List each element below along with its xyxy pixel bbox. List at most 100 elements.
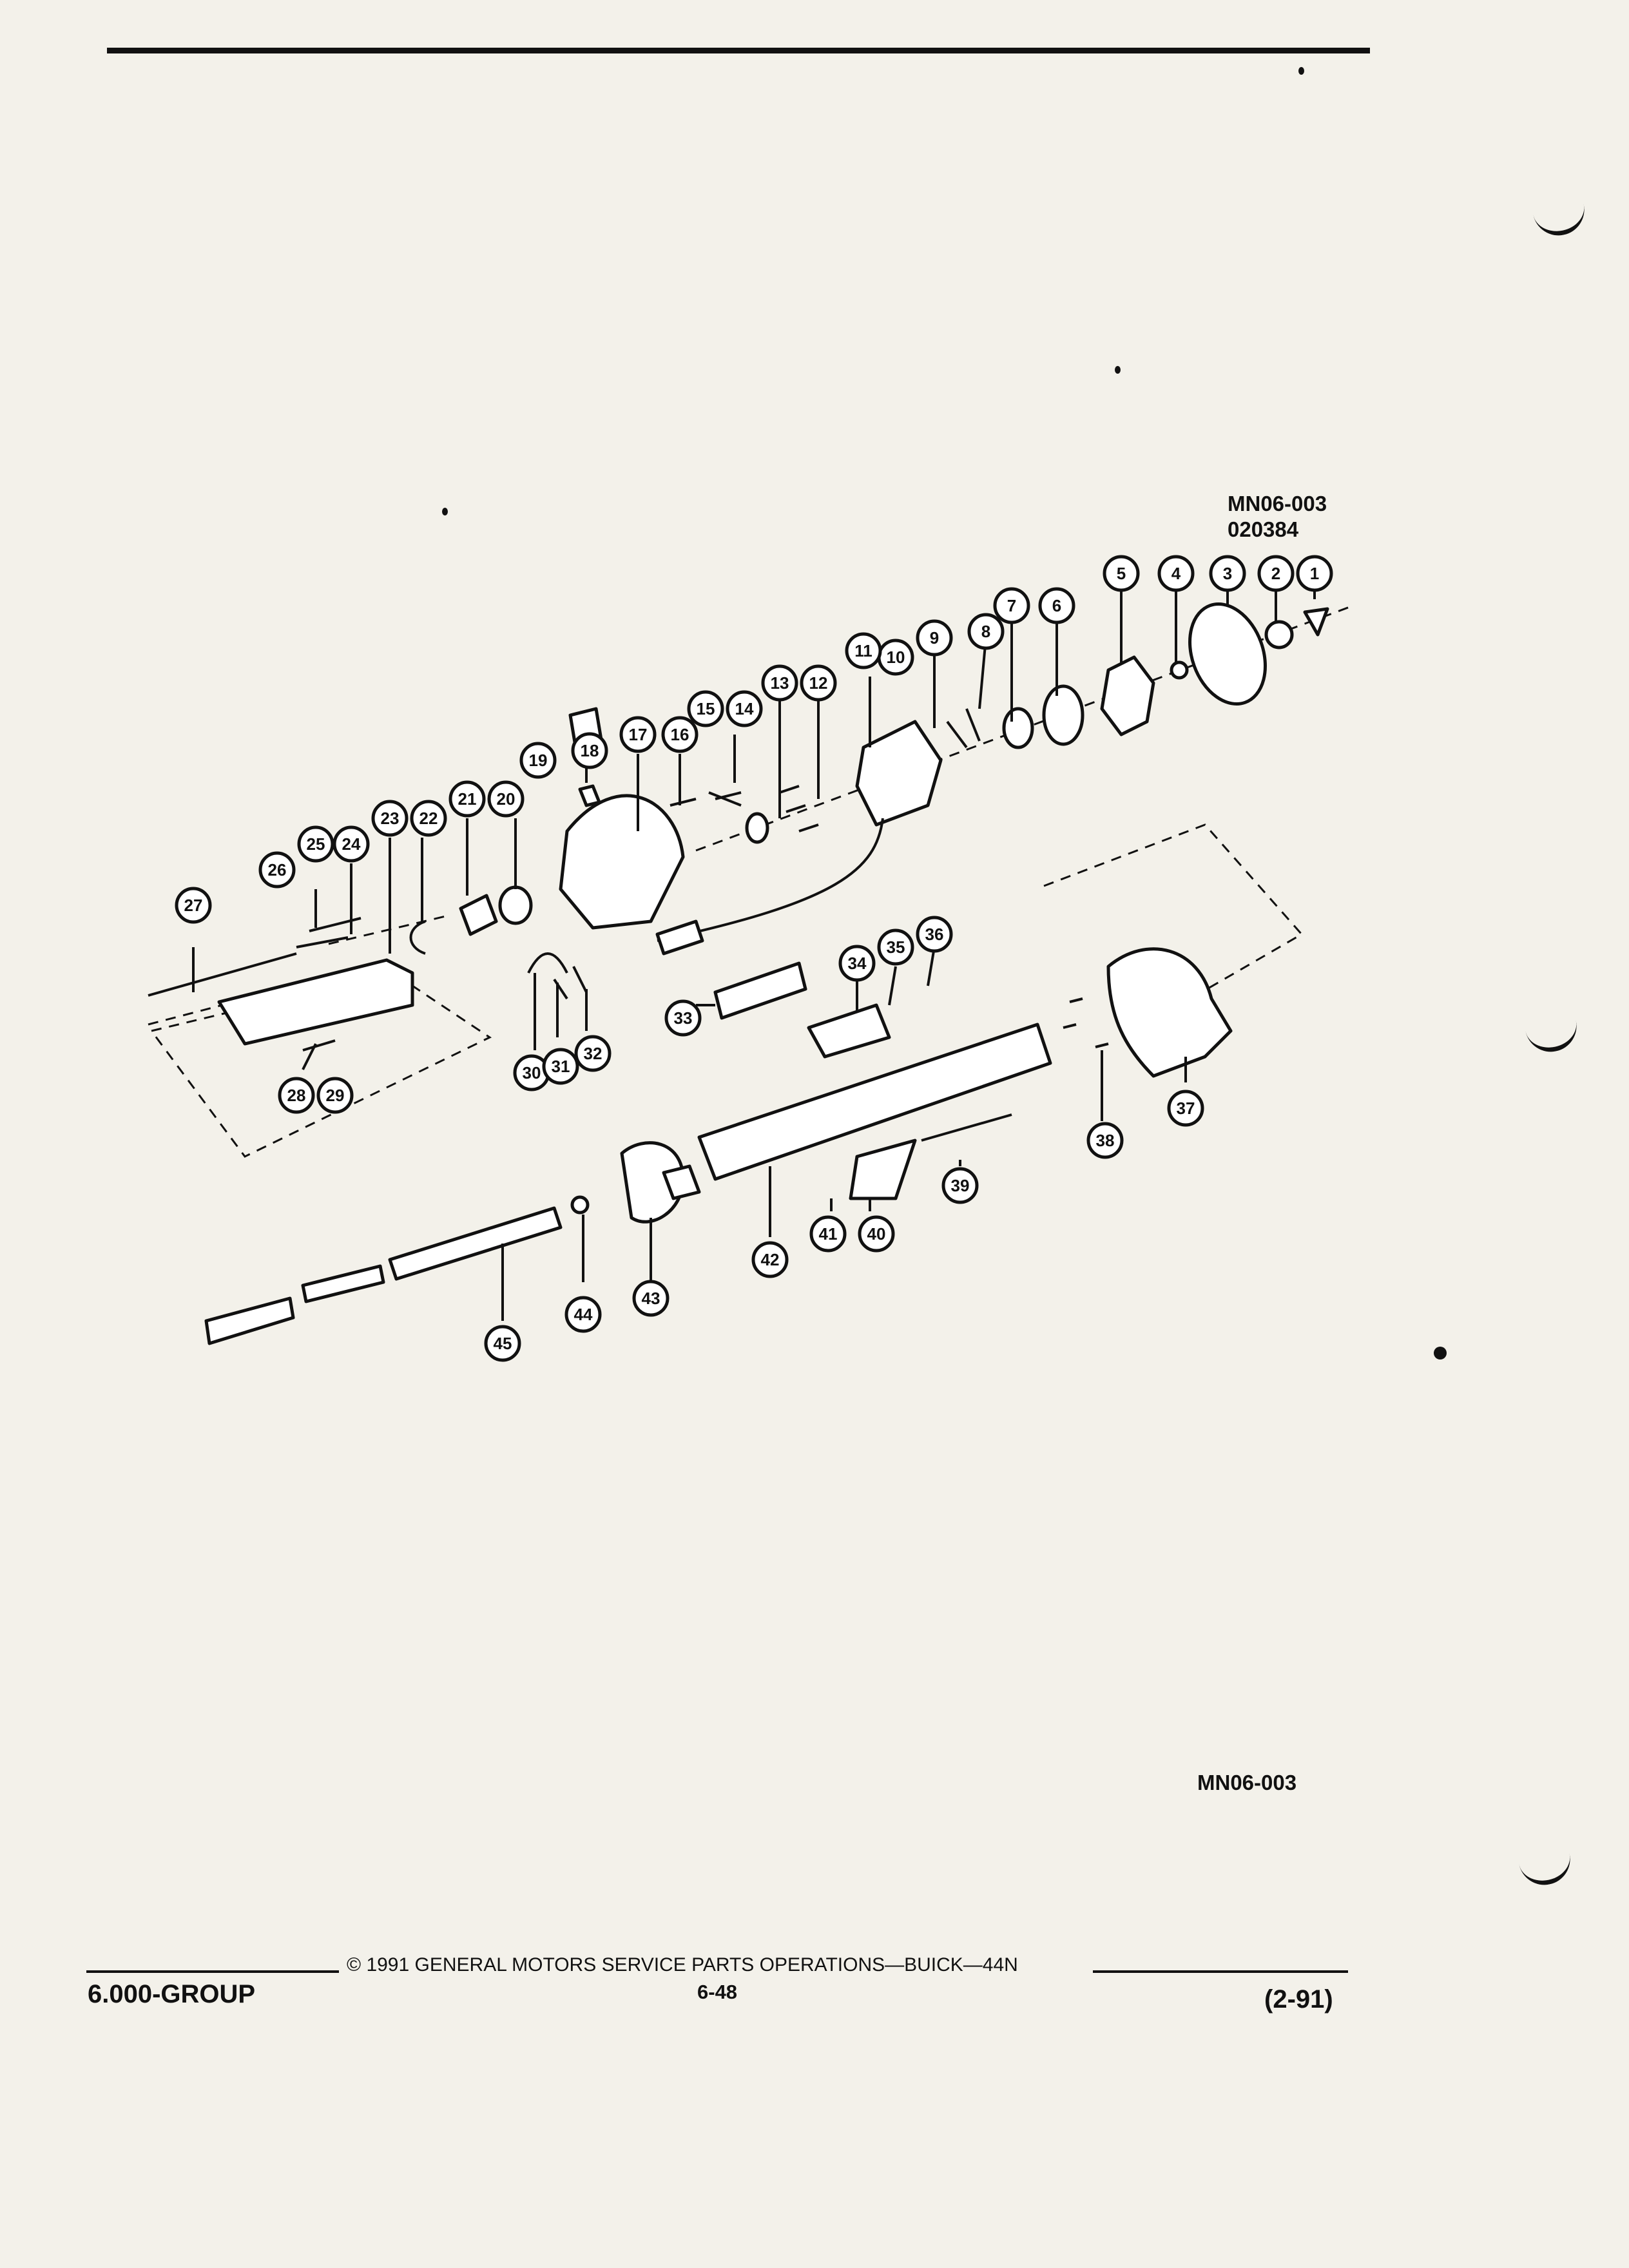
callout-28: 28: [278, 1077, 315, 1114]
part-nut: [1303, 607, 1329, 637]
callout-circle: [410, 800, 447, 837]
callout-34: 34: [838, 945, 876, 982]
part-lock-housing: [559, 794, 685, 930]
callout-number: 4: [1171, 564, 1181, 583]
part-bracket: [807, 1003, 891, 1059]
callout-number: 22: [419, 809, 438, 828]
callout-number: 9: [930, 628, 939, 648]
part-shroud: [1106, 947, 1233, 1078]
callout-circle: [1103, 555, 1140, 592]
part-lock-plate: [1100, 655, 1155, 736]
callout-number: 34: [848, 954, 867, 973]
callout-3: 3: [1209, 555, 1246, 592]
part-shaft-section: [204, 1296, 295, 1345]
speck: [1434, 1347, 1447, 1360]
part-housing-cover: [713, 961, 807, 1020]
callout-number: 42: [761, 1250, 780, 1269]
callout-circle: [845, 632, 882, 669]
callout-circle: [916, 916, 953, 953]
reference-code-block: MN06-003 020384: [1228, 491, 1327, 543]
callout-number: 40: [867, 1224, 886, 1244]
callout-42: 42: [751, 1241, 789, 1278]
callout-circle: [726, 690, 763, 727]
callout-circle: [916, 619, 953, 657]
callout-19: 19: [519, 742, 557, 779]
callout-number: 29: [326, 1086, 345, 1105]
callout-37: 37: [1167, 1090, 1204, 1127]
callout-11: 11: [845, 632, 882, 669]
part-bearing: [498, 885, 533, 925]
callout-25: 25: [297, 825, 334, 863]
callout-5: 5: [1103, 555, 1140, 592]
callout-number: 7: [1007, 596, 1016, 615]
callout-number: 19: [529, 751, 548, 770]
callout-35: 35: [877, 928, 914, 966]
callout-circle: [1296, 555, 1333, 592]
callout-number: 8: [981, 622, 990, 641]
part-shaft-section: [301, 1264, 385, 1303]
callout-number: 38: [1096, 1131, 1115, 1150]
callout-number: 28: [287, 1086, 306, 1105]
callout-circle: [800, 664, 837, 702]
part-cover-plate: [1188, 602, 1267, 706]
callout-number: 33: [674, 1008, 693, 1028]
callout-1: 1: [1296, 555, 1333, 592]
callout-circle: [487, 780, 525, 818]
part-stud: [302, 1039, 336, 1052]
part-bushing: [662, 1164, 701, 1200]
callout-23: 23: [371, 800, 409, 837]
callout-number: 15: [697, 699, 715, 718]
callout-29: 29: [316, 1077, 354, 1114]
callout-circle: [297, 825, 334, 863]
callout-number: 36: [925, 925, 944, 944]
callout-circle: [571, 732, 608, 769]
header-rule: [107, 48, 1370, 53]
part-cancelling-cam: [1042, 684, 1084, 746]
callout-21: 21: [448, 780, 486, 818]
part-harness-connector: [655, 919, 704, 956]
part-turn-signal-switch: [855, 720, 943, 827]
callout-44: 44: [564, 1296, 602, 1333]
part-shift-lever-gate: [849, 1139, 917, 1200]
callout-circle: [858, 1215, 895, 1253]
part-washer: [745, 812, 769, 844]
callout-16: 16: [661, 716, 699, 753]
speck: [442, 508, 448, 515]
callout-number: 2: [1271, 564, 1280, 583]
callout-32: 32: [574, 1035, 612, 1072]
callout-8: 8: [967, 613, 1005, 650]
callout-number: 18: [581, 741, 599, 760]
callout-10: 10: [877, 639, 914, 676]
callout-circle: [316, 1077, 354, 1114]
callout-circle: [664, 999, 702, 1037]
callout-number: 16: [671, 725, 689, 744]
callout-20: 20: [487, 780, 525, 818]
callout-number: 10: [887, 648, 905, 667]
callout-40: 40: [858, 1215, 895, 1253]
callout-24: 24: [333, 825, 370, 863]
callout-6: 6: [1038, 587, 1075, 624]
part-dimmer-switch: [217, 958, 414, 1046]
callout-circle: [564, 1296, 602, 1333]
callout-number: 27: [184, 896, 203, 915]
callout-number: 6: [1052, 596, 1061, 615]
callout-number: 26: [268, 860, 287, 879]
part-screws: [779, 785, 819, 832]
callout-circle: [661, 716, 699, 753]
speck: [1115, 366, 1121, 374]
callout-circle: [619, 716, 657, 753]
callout-17: 17: [619, 716, 657, 753]
callout-circle: [761, 664, 798, 702]
reference-date: 020384: [1228, 517, 1299, 541]
callout-circle: [519, 742, 557, 779]
callout-number: 43: [642, 1289, 660, 1308]
callout-circle: [877, 928, 914, 966]
callout-12: 12: [800, 664, 837, 702]
callout-number: 1: [1310, 564, 1319, 583]
callout-number: 5: [1117, 564, 1126, 583]
callout-14: 14: [726, 690, 763, 727]
reference-code: MN06-003: [1228, 492, 1327, 515]
callout-circle: [1167, 1090, 1204, 1127]
